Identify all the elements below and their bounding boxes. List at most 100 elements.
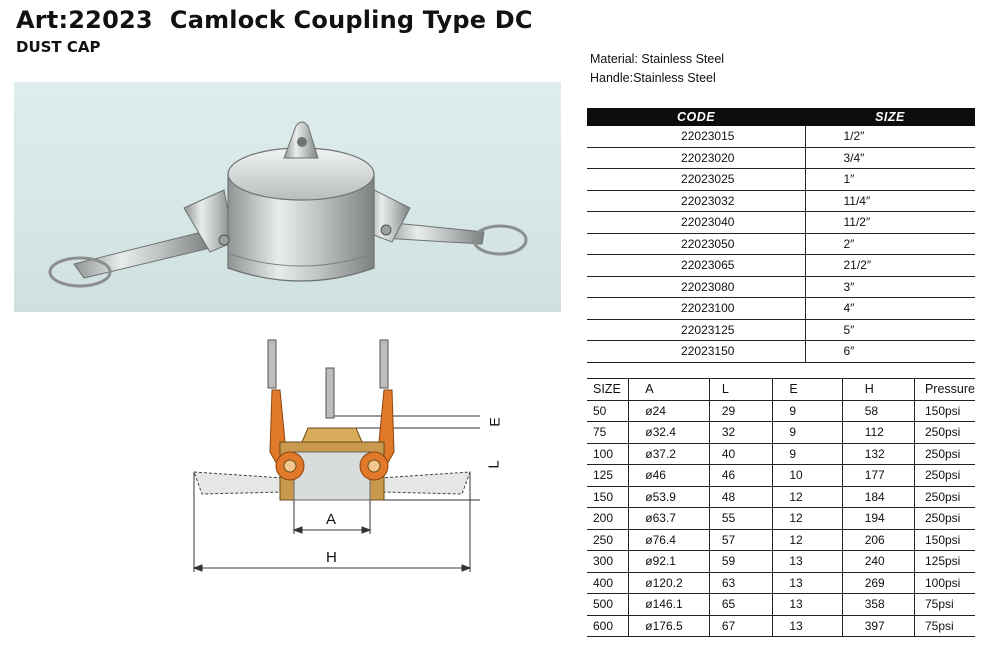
size-cell: 200 [587,507,630,530]
e-cell: 13 [772,614,843,637]
h-cell: 240 [841,550,915,573]
a-cell: ø46 [628,464,710,487]
l-cell: 65 [708,593,774,616]
a-cell: ø53.9 [628,485,710,508]
size-cell: 5″ [805,319,975,341]
h-cell: 58 [841,399,915,422]
handle-material-line: Handle:Stainless Steel [590,71,716,85]
code-cell: 22023015 [587,126,806,148]
l-cell: 55 [708,507,774,530]
pressure-cell: 75psi [913,593,975,616]
e-cell: 9 [772,399,843,422]
pressure-cell: 250psi [913,464,975,487]
pressure-cell: 250psi [913,442,975,465]
l-cell: 32 [708,421,774,444]
e-cell: 13 [772,593,843,616]
product-photo [14,82,561,312]
product-title: Art:22023 Camlock Coupling Type DC [16,6,533,34]
size-cell: 4″ [805,297,975,320]
size-cell: 300 [587,550,630,573]
code-cell: 22023025 [587,168,806,191]
pressure-cell: 100psi [913,571,975,594]
size-cell: 125 [587,464,630,487]
size-cell: 3/4″ [805,147,975,169]
e-cell: 13 [772,550,843,573]
code-cell: 22023150 [587,340,806,363]
code-header: CODE [587,108,805,126]
size-cell: 1/2″ [805,126,975,148]
h-cell: 112 [841,421,915,444]
size-cell: 500 [587,593,630,616]
pressure-cell: 125psi [913,550,975,573]
dimension-label-a: A [326,511,336,528]
e-cell: 9 [772,442,843,465]
e-cell: 10 [772,464,843,487]
size-cell: 250 [587,528,630,551]
size-cell: 2″ [805,233,975,255]
pressure-cell: 150psi [913,399,975,422]
col-header-e: E [772,378,843,401]
product-subtitle: DUST CAP [16,38,101,56]
size-cell: 11/4″ [805,190,975,212]
code-cell: 22023050 [587,233,806,255]
size-cell: 3″ [805,276,975,298]
pressure-cell: 250psi [913,421,975,444]
e-cell: 12 [772,528,843,551]
e-cell: 12 [772,485,843,508]
a-cell: ø37.2 [628,442,710,465]
material-line: Material: Stainless Steel [590,52,725,66]
l-cell: 29 [708,399,774,422]
size-cell: 400 [587,571,630,594]
technical-drawing: A H [180,332,480,577]
code-cell: 22023100 [587,297,806,320]
size-cell: 1″ [805,168,975,191]
size-cell: 6″ [805,340,975,363]
size-cell: 50 [587,399,630,422]
a-cell: ø120.2 [628,571,710,594]
col-header-h: H [841,378,915,401]
size-cell: 21/2″ [805,254,975,277]
e-cell: 13 [772,571,843,594]
l-cell: 40 [708,442,774,465]
l-cell: 67 [708,614,774,637]
h-cell: 358 [841,593,915,616]
code-cell: 22023080 [587,276,806,298]
h-cell: 132 [841,442,915,465]
h-cell: 194 [841,507,915,530]
h-cell: 177 [841,464,915,487]
size-cell: 600 [587,614,630,637]
pressure-cell: 75psi [913,614,975,637]
a-cell: ø32.4 [628,421,710,444]
e-cell: 9 [772,421,843,444]
a-cell: ø63.7 [628,507,710,530]
size-cell: 75 [587,421,630,444]
h-cell: 206 [841,528,915,551]
dimension-label-l: L [485,460,503,469]
code-cell: 22023032 [587,190,806,212]
a-cell: ø146.1 [628,593,710,616]
l-cell: 46 [708,464,774,487]
size-cell: 150 [587,485,630,508]
a-cell: ø76.4 [628,528,710,551]
